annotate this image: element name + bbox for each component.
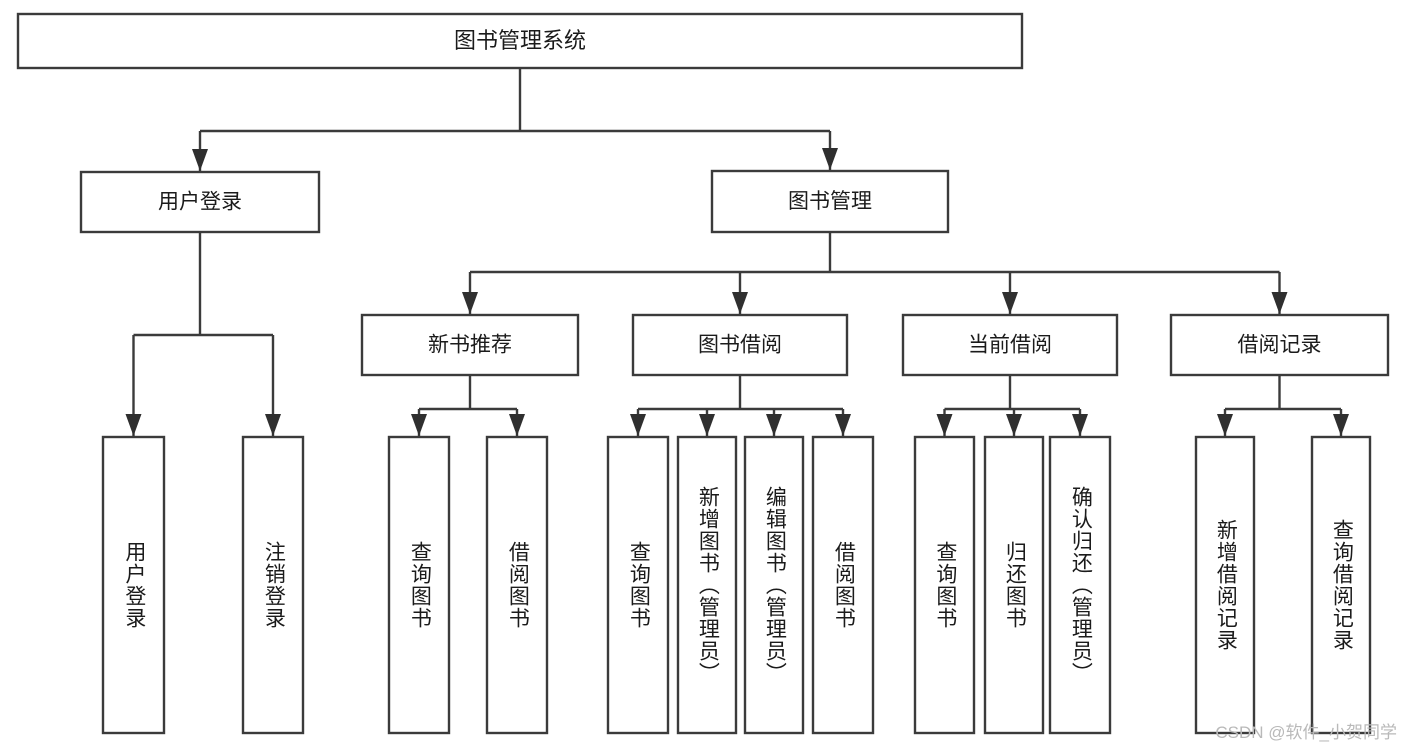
node-leaf-用户登录-0-rect[interactable] [101,435,166,735]
node-leaf-新增借阅记录-11[interactable] [1194,435,1256,735]
node-level2-图书借阅-rect[interactable] [631,313,849,377]
node-leaf-查询图书-8[interactable] [913,435,976,735]
arrow-head-icon [411,414,427,436]
arrow-head-icon [835,414,851,436]
arrow-head-icon [766,414,782,436]
arrow-head-icon [265,414,281,436]
arrow-head-icon [509,414,525,436]
arrow-head-icon [630,414,646,436]
node-leaf-确认归还管理员-10-rect[interactable] [1048,435,1112,735]
node-leaf-确认归还管理员-10[interactable] [1048,435,1112,735]
connector-layer [125,68,1349,436]
node-level2-新书推荐-rect[interactable] [360,313,580,377]
node-level2-借阅记录-rect[interactable] [1169,313,1390,377]
node-level2-当前借阅-rect[interactable] [901,313,1119,377]
node-leaf-查询图书-2[interactable] [387,435,451,735]
node-leaf-查询图书-8-rect[interactable] [913,435,976,735]
node-leaf-注销登录-1-rect[interactable] [241,435,305,735]
node-leaf-借阅图书-3[interactable] [485,435,549,735]
node-level2-图书借阅[interactable]: 图书借阅 [631,313,849,377]
node-leaf-归还图书-9[interactable] [983,435,1045,735]
arrow-head-icon [1333,414,1349,436]
arrow-head-icon [1217,414,1233,436]
node-leaf-查询图书-2-rect[interactable] [387,435,451,735]
node-level2-图书借阅-label: 图书借阅 [698,334,782,357]
node-leaf-借阅图书-3-rect[interactable] [485,435,549,735]
node-level2-当前借阅-label: 当前借阅 [968,334,1052,357]
node-leaf-用户登录-0[interactable] [101,435,166,735]
arrow-head-icon [1002,292,1018,314]
node-leaf-注销登录-1[interactable] [241,435,305,735]
node-leaf-新增图书管理员-5-rect[interactable] [676,435,738,735]
watermark: CSDN @软件_小贺同学 [1215,723,1397,742]
arrow-head-icon [192,149,208,171]
arrow-head-icon [822,148,838,170]
node-leaf-新增图书管理员-5[interactable] [676,435,738,735]
arrow-head-icon [699,414,715,436]
node-leaf-查询图书-4[interactable] [606,435,670,735]
node-root-图书管理系统-rect[interactable] [16,12,1024,70]
arrow-head-icon [1006,414,1022,436]
node-level1-图书管理-rect[interactable] [710,169,950,234]
arrow-head-icon [936,414,953,436]
node-leaf-归还图书-9-rect[interactable] [983,435,1045,735]
node-leaf-查询借阅记录-12-rect[interactable] [1310,435,1372,735]
node-leaf-编辑图书管理员-6[interactable] [743,435,805,735]
node-leaf-查询图书-4-rect[interactable] [606,435,670,735]
node-level1-图书管理[interactable]: 图书管理 [710,169,950,234]
node-level2-新书推荐-label: 新书推荐 [428,334,512,357]
node-level1-用户登录[interactable]: 用户登录 [79,170,321,234]
node-root-图书管理系统[interactable]: 图书管理系统 [16,12,1024,70]
arrow-head-icon [1072,414,1088,436]
arrow-head-icon [462,292,478,314]
arrow-head-icon [125,414,142,436]
node-leaf-编辑图书管理员-6-rect[interactable] [743,435,805,735]
node-level1-用户登录-label: 用户登录 [158,191,242,214]
node-level1-用户登录-rect[interactable] [79,170,321,234]
node-level2-当前借阅[interactable]: 当前借阅 [901,313,1119,377]
node-level2-借阅记录-label: 借阅记录 [1238,334,1322,357]
arrow-head-icon [732,292,748,314]
node-level2-新书推荐[interactable]: 新书推荐 [360,313,580,377]
node-root-图书管理系统-label: 图书管理系统 [454,28,586,53]
node-leaf-新增借阅记录-11-rect[interactable] [1194,435,1256,735]
node-leaf-借阅图书-7-rect[interactable] [811,435,875,735]
node-leaf-查询借阅记录-12[interactable] [1310,435,1372,735]
node-leaf-借阅图书-7[interactable] [811,435,875,735]
arrow-head-icon [1271,292,1288,314]
node-level2-借阅记录[interactable]: 借阅记录 [1169,313,1390,377]
node-level1-图书管理-label: 图书管理 [788,190,872,213]
